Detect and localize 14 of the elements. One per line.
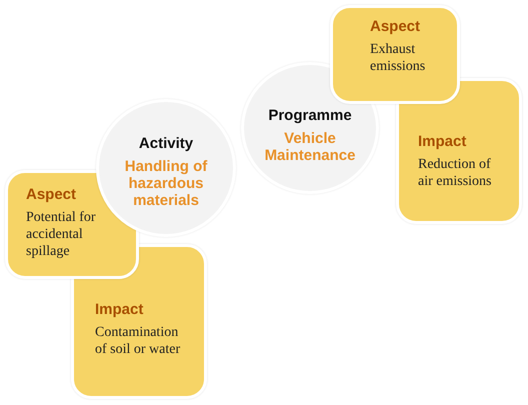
heading: Programme: [268, 107, 352, 125]
description: Contamination of soil or water: [95, 324, 182, 358]
description: Vehicle Maintenance: [264, 130, 356, 164]
heading: Impact: [418, 133, 466, 151]
heading: Impact: [95, 301, 144, 319]
description: Reduction of air emissions: [418, 156, 492, 190]
heading: Aspect: [370, 18, 420, 36]
description: Handling of hazardous materials: [124, 158, 208, 208]
heading: Aspect: [26, 186, 76, 204]
info-card: [330, 5, 460, 104]
description: Exhaust emissions: [370, 41, 426, 75]
info-card: [396, 78, 522, 224]
heading: Activity: [138, 134, 194, 152]
description: Potential for accidental spillage: [26, 209, 97, 260]
